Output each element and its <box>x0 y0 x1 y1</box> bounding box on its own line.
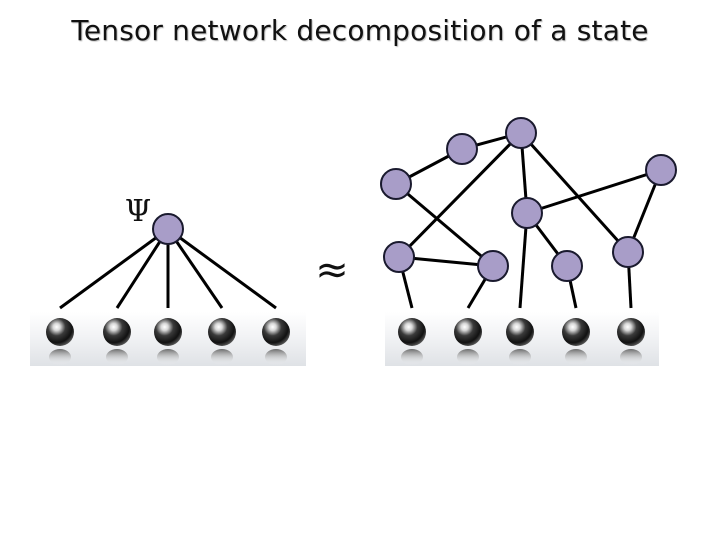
sphere-reflection <box>211 349 233 365</box>
circle-node-icon <box>477 250 509 282</box>
sphere-reflection <box>265 349 287 365</box>
circle-node-icon <box>612 236 644 268</box>
edge-n3-n8 <box>395 182 494 268</box>
approx-symbol: ≈ <box>315 247 349 293</box>
right-tensor-nodes <box>380 117 677 282</box>
sphere-site-icon <box>562 318 590 346</box>
sphere-reflection <box>49 349 71 365</box>
sphere-site-icon <box>454 318 482 346</box>
psi-symbol: Ψ <box>125 194 151 229</box>
circle-node-icon <box>645 154 677 186</box>
right-sites <box>398 318 645 365</box>
circle-node-icon <box>380 168 412 200</box>
right-site-2 <box>454 318 482 365</box>
right-site-4 <box>562 318 590 365</box>
circle-node-icon <box>511 197 543 229</box>
sphere-reflection <box>401 349 423 365</box>
sphere-reflection <box>565 349 587 365</box>
right-site-3 <box>506 318 534 365</box>
sphere-reflection <box>620 349 642 365</box>
left-site-1 <box>46 318 74 365</box>
sphere-site-icon <box>208 318 236 346</box>
right-site-1 <box>398 318 426 365</box>
edge-n2-n7 <box>397 131 523 259</box>
left-site-3 <box>154 318 182 365</box>
right-site-5 <box>617 318 645 365</box>
left-edge-1 <box>59 227 169 310</box>
right-panel <box>380 117 677 366</box>
sphere-site-icon <box>617 318 645 346</box>
sphere-reflection <box>457 349 479 365</box>
sphere-site-icon <box>398 318 426 346</box>
sphere-site-icon <box>506 318 534 346</box>
left-site-2 <box>103 318 131 365</box>
left-site-4 <box>208 318 236 365</box>
sphere-reflection <box>509 349 531 365</box>
sphere-reflection <box>106 349 128 365</box>
sphere-reflection <box>157 349 179 365</box>
left-site-5 <box>262 318 290 365</box>
circle-node-icon <box>446 133 478 165</box>
sphere-site-icon <box>46 318 74 346</box>
slide-title: Tensor network decomposition of a state <box>71 14 649 47</box>
edge-n5-n4 <box>526 168 662 215</box>
left-edge-5 <box>167 227 277 310</box>
sphere-site-icon <box>154 318 182 346</box>
circle-node-icon <box>505 117 537 149</box>
circle-node-icon <box>383 241 415 273</box>
sphere-site-icon <box>262 318 290 346</box>
left-sites <box>46 318 290 365</box>
left-panel: Ψ <box>30 194 306 366</box>
circle-node-icon <box>551 250 583 282</box>
sphere-site-icon <box>103 318 131 346</box>
psi-tensor-node <box>152 213 184 245</box>
edge-n2-n6 <box>519 131 630 254</box>
